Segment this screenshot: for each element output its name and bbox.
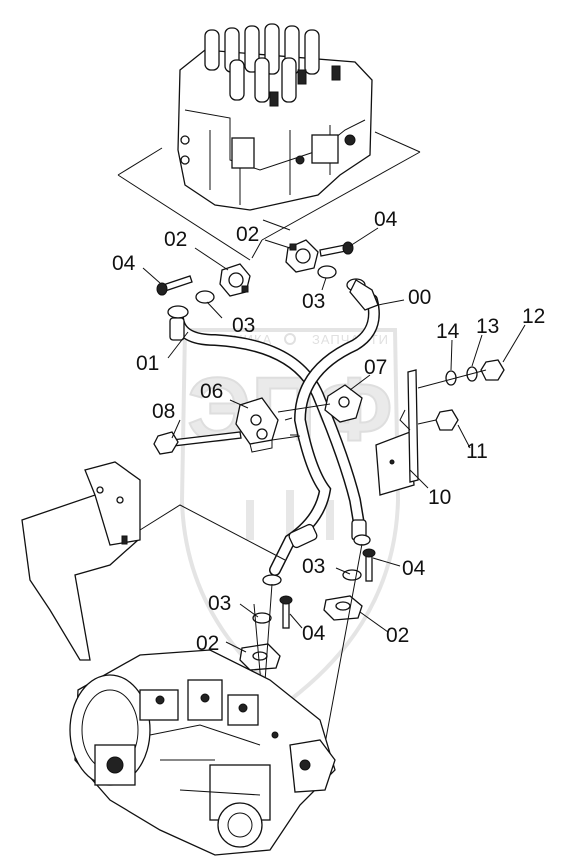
callout-c20: 04 <box>302 622 326 645</box>
hose-top-bracket <box>251 219 291 259</box>
split-flange-02-bottom-left <box>239 643 281 671</box>
hose-01 <box>172 312 366 536</box>
callout-c22: 02 <box>196 632 219 655</box>
callout-c19: 03 <box>208 592 231 615</box>
bracket-10 <box>375 369 419 496</box>
callout-c7: 00 <box>408 286 431 309</box>
split-flange-02-top-left <box>219 263 251 297</box>
callout-c3: 02 <box>236 223 259 246</box>
hose-00 <box>269 294 380 576</box>
callout-labels: 04 02 02 04 03 03 00 14 13 12 01 07 06 0… <box>112 208 545 655</box>
callout-c16: 10 <box>428 486 451 509</box>
callout-c11: 01 <box>136 352 159 375</box>
bolt-04-top-right <box>319 241 354 257</box>
clamp-06 <box>235 397 279 453</box>
o-ring-03-top-left <box>195 290 215 304</box>
hydraulic-pump <box>69 649 336 856</box>
hardware-axis-line <box>417 369 487 389</box>
o-ring-03-bottom-left <box>252 612 272 624</box>
watermark-gear-icon <box>284 333 296 345</box>
nut-12 <box>480 359 505 381</box>
hose-fittings <box>167 278 379 586</box>
bolt-04-bottom-left <box>279 595 293 629</box>
valve-mount-plane <box>117 131 421 261</box>
callout-c5: 03 <box>302 290 325 313</box>
callout-c4: 04 <box>374 208 398 231</box>
callout-c15: 11 <box>466 440 488 463</box>
split-flange-02-bottom-right <box>323 595 363 621</box>
callout-c6: 03 <box>232 314 255 337</box>
clamp-07 <box>324 384 363 423</box>
callout-c13: 06 <box>200 380 223 403</box>
callout-c10: 12 <box>522 305 545 328</box>
callout-c9: 13 <box>476 315 499 338</box>
callout-c8: 14 <box>436 320 460 343</box>
o-ring-03-top-right <box>317 265 337 279</box>
bolt-11 <box>417 409 459 431</box>
split-flange-02-top-right <box>285 239 319 273</box>
clamp-leader-lines <box>271 403 331 441</box>
callout-c18: 04 <box>402 557 426 580</box>
callout-c2: 02 <box>164 228 187 251</box>
control-valve-block <box>177 23 373 211</box>
callout-c21: 02 <box>386 624 409 647</box>
callout-c1: 04 <box>112 252 136 275</box>
callout-c12: 07 <box>364 356 387 379</box>
callout-c14: 08 <box>152 400 175 423</box>
o-ring-03-bottom-right <box>342 569 362 581</box>
cover-plate <box>21 461 286 661</box>
callout-c17: 03 <box>302 555 325 578</box>
bolt-04-top-left <box>156 275 193 296</box>
bolt-04-bottom-right <box>362 548 376 582</box>
leader-lines <box>142 227 526 653</box>
